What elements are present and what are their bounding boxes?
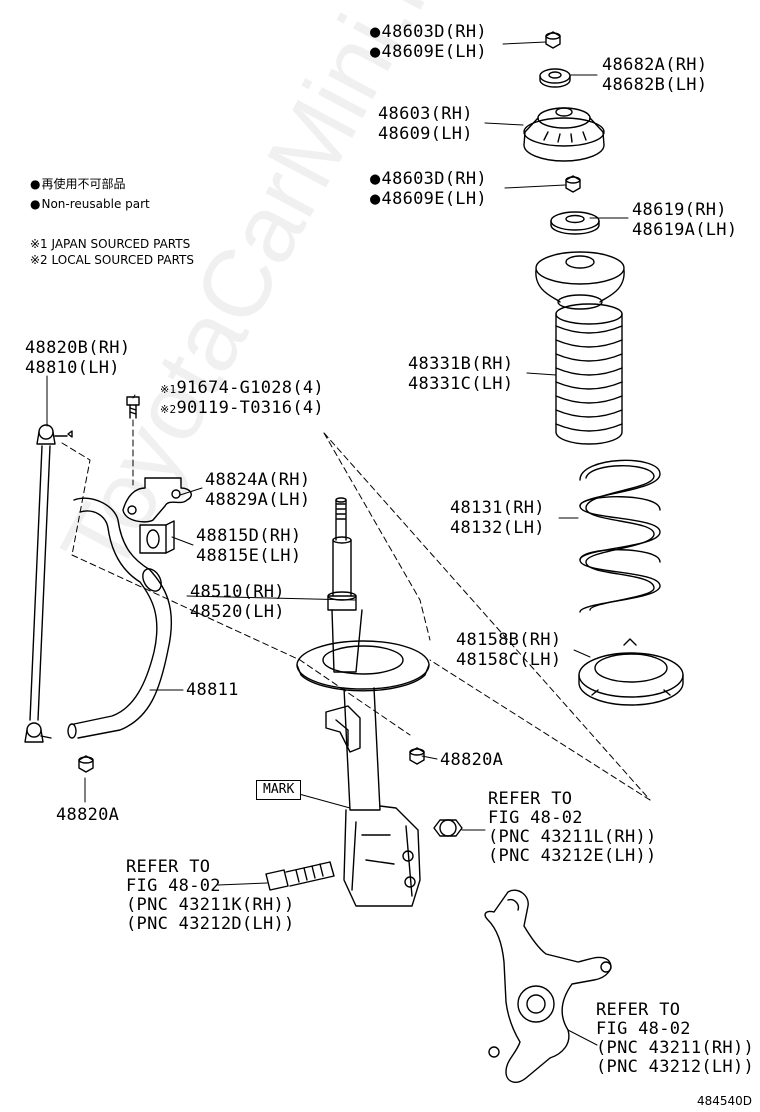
label-stabilizer-bar: 48811 <box>186 680 239 700</box>
label-absorber-rh: 48510(RH) <box>190 582 285 602</box>
right-stabilizer-nut <box>409 747 425 765</box>
ref-right-line3: (PNC 43211L(RH)) <box>488 827 657 847</box>
label-upper-seat-lh: 48619A(LH) <box>632 220 738 240</box>
knuckle-bushing-nut <box>433 819 463 837</box>
label-bracket-lh: 48829A(LH) <box>205 490 311 510</box>
legend-note-local: ※2 LOCAL SOURCED PARTS <box>30 253 194 267</box>
label-bushing-rh: 48815D(RH) <box>196 526 302 546</box>
upper-seat <box>550 211 600 235</box>
ref-knuckle-line1: REFER TO <box>596 1000 681 1020</box>
label-upper-seat-rh: 48619(RH) <box>632 200 727 220</box>
suspension-support <box>523 107 605 162</box>
label-spring-lh: 48132(LH) <box>450 518 545 538</box>
label-insulator-rh: 48158B(RH) <box>456 630 562 650</box>
legend-note-japan: ※1 JAPAN SOURCED PARTS <box>30 237 191 251</box>
label-spring-rh: 48131(RH) <box>450 498 545 518</box>
label-mid-nut-rh: 48603D(RH) <box>370 169 487 189</box>
mid-nut <box>565 175 581 193</box>
label-insulator-lh: 48158C(LH) <box>456 650 562 670</box>
label-bumper-rh: 48331B(RH) <box>408 354 514 374</box>
label-top-nut-rh: 48603D(RH) <box>370 22 487 42</box>
bracket-bolt <box>126 396 140 419</box>
label-support-rh: 48603(RH) <box>378 104 473 124</box>
label-link-rh: 48820B(RH) <box>25 338 131 358</box>
leader-lines <box>46 41 629 1046</box>
ref-right-line1: REFER TO <box>488 789 573 809</box>
stabilizer-bracket <box>122 477 192 523</box>
figure-id: 484540D <box>696 1094 752 1108</box>
label-bearing-rh: 48682A(RH) <box>602 55 708 75</box>
ref-right-line2: FIG 48-02 <box>488 808 583 828</box>
label-bracket-rh: 48824A(RH) <box>205 470 311 490</box>
label-absorber-lh: 48520(LH) <box>190 602 285 622</box>
ref-bolt-line1: REFER TO <box>126 857 211 877</box>
ref-knuckle-line3: (PNC 43211(RH)) <box>596 1038 755 1058</box>
knuckle-bolt <box>265 861 335 891</box>
label-bolt-japan: ※191674-G1028(4) <box>160 378 324 400</box>
label-bumper-lh: 48331C(LH) <box>408 374 514 394</box>
spring-bumper <box>535 251 625 445</box>
legend-non-reusable-en: Non-reusable part <box>30 197 149 212</box>
left-stabilizer-nut <box>78 755 94 773</box>
label-bolt-local: ※290119-T0316(4) <box>160 398 324 420</box>
ref-bolt-line2: FIG 48-02 <box>126 876 221 896</box>
ref-knuckle-line2: FIG 48-02 <box>596 1019 691 1039</box>
dashed-assembly-lines <box>61 419 651 801</box>
label-bearing-lh: 48682B(LH) <box>602 75 708 95</box>
label-top-nut-lh: 48609E(LH) <box>370 42 487 62</box>
ref-bolt-line4: (PNC 43212D(LH)) <box>126 914 295 934</box>
bolt-local-number: 90119-T0316(4) <box>176 398 324 418</box>
steering-knuckle <box>484 889 612 1083</box>
ref-right-line4: (PNC 43212E(LH)) <box>488 846 657 866</box>
bearing-washer <box>539 68 571 88</box>
label-bushing-lh: 48815E(LH) <box>196 546 302 566</box>
label-link-lh: 48810(LH) <box>25 358 120 378</box>
bolt-japan-number: 91674-G1028(4) <box>176 378 324 398</box>
bolt-japan-prefix: ※1 <box>160 383 177 396</box>
coil-spring <box>579 459 661 613</box>
stabilizer-bushing <box>139 520 175 554</box>
label-mid-nut-lh: 48609E(LH) <box>370 189 487 209</box>
bolt-local-prefix: ※2 <box>160 403 177 416</box>
mark-label-box: MARK <box>256 780 302 800</box>
label-right-nut: 48820A <box>440 750 504 770</box>
stabilizer-bar <box>67 497 173 739</box>
label-support-lh: 48609(LH) <box>378 124 473 144</box>
top-nut-1 <box>545 31 561 49</box>
shock-absorber <box>296 497 430 907</box>
ref-bolt-line3: (PNC 43211K(RH)) <box>126 895 295 915</box>
label-left-nut: 48820A <box>56 805 120 825</box>
ref-knuckle-line4: (PNC 43212(LH)) <box>596 1057 755 1077</box>
stabilizer-link <box>24 424 73 743</box>
lower-insulator <box>578 638 684 706</box>
legend-non-reusable-jp: 再使用不可部品 <box>30 177 125 192</box>
